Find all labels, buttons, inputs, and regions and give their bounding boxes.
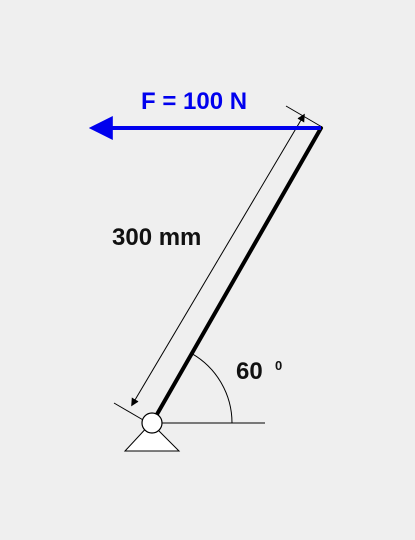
angle-unit-superscript: 0 (275, 358, 282, 373)
dimension-label: 300 mm (112, 224, 201, 251)
angle-label: 60 (236, 358, 263, 385)
support-triangle (123, 422, 181, 452)
dimension-line-lower (131, 259, 219, 407)
dimension-extension-line-top (285, 105, 323, 128)
force-label: F = 100 N (141, 88, 247, 115)
pin-joint (141, 412, 163, 434)
member-bar (150, 126, 323, 425)
angle-arc (191, 353, 233, 424)
dimension-line (217, 113, 305, 261)
